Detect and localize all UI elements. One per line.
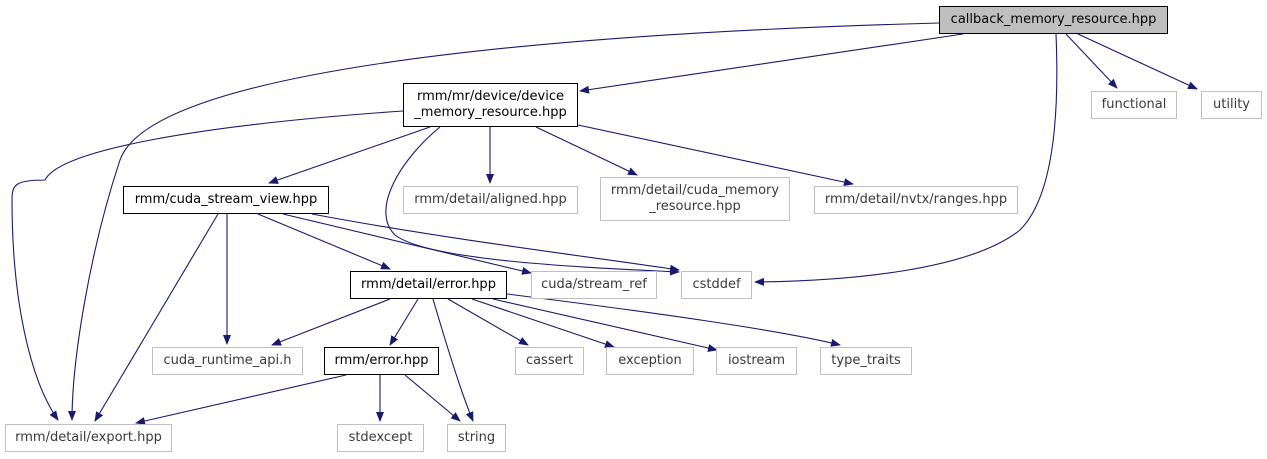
node-iostream: iostream <box>716 347 797 375</box>
node-string: string <box>447 424 506 452</box>
edge-detail_error-to-type_traits <box>506 293 841 347</box>
edge-device_mr-to-export <box>11 110 404 421</box>
node-label: exception <box>618 353 682 368</box>
edge-device_mr-to-nvtx_ranges <box>577 124 854 187</box>
node-label: rmm/error.hpp <box>334 353 429 368</box>
edge-callback-to-export <box>68 22 940 421</box>
node-detail-error[interactable]: rmm/detail/error.hpp <box>350 271 507 299</box>
edge-callback-to-cstddef <box>754 33 1058 286</box>
edge-detail_error-to-iostream <box>492 298 718 352</box>
node-label: rmm/cuda_stream_view.hpp <box>134 192 318 207</box>
node-stdexcept: stdexcept <box>337 424 424 452</box>
node-cuda-memory-resource: rmm/detail/cuda_memory _resource.hpp <box>600 177 790 221</box>
node-label: rmm/detail/export.hpp <box>15 430 162 445</box>
edge-device_mr-to-cstddef <box>385 126 680 276</box>
node-label: functional <box>1101 97 1167 112</box>
node-label: rmm/mr/device/device <box>417 89 564 104</box>
node-label: _resource.hpp <box>649 199 741 214</box>
node-type-traits: type_traits <box>820 347 912 375</box>
edge-detail_error-to-string <box>432 298 474 422</box>
node-nvtx-ranges: rmm/detail/nvtx/ranges.hpp <box>814 186 1018 214</box>
edge-stream_view-to-cstddef <box>311 213 680 273</box>
edge-rmm_error-to-string <box>404 374 461 422</box>
node-label: cstddef <box>692 277 741 292</box>
node-cuda-stream-view[interactable]: rmm/cuda_stream_view.hpp <box>123 186 329 214</box>
edge-device_mr-to-stream_view <box>268 126 431 184</box>
node-stream-ref: cuda/stream_ref <box>531 271 657 299</box>
node-label: cuda/stream_ref <box>541 277 647 292</box>
edge-detail_error-to-exception <box>471 298 615 348</box>
edge-callback-to-functional <box>1065 33 1118 89</box>
node-exception: exception <box>606 347 694 375</box>
node-label: cuda_runtime_api.h <box>163 353 292 368</box>
node-label: type_traits <box>831 353 901 368</box>
node-label: rmm/detail/error.hpp <box>361 277 496 292</box>
edge-stream_view-to-export <box>94 213 219 422</box>
edge-callback-to-device_mr <box>579 33 964 94</box>
node-label: rmm/detail/aligned.hpp <box>414 192 567 207</box>
node-callback-memory-resource: callback_memory_resource.hpp <box>939 6 1168 34</box>
node-cuda-runtime-api: cuda_runtime_api.h <box>152 347 303 375</box>
edge-detail_error-to-rmm_error <box>389 298 419 346</box>
node-label: callback_memory_resource.hpp <box>950 12 1157 27</box>
node-rmm-error[interactable]: rmm/error.hpp <box>324 347 439 375</box>
edge-device_mr-to-cuda_memory_resource <box>535 126 638 176</box>
node-device-memory-resource[interactable]: rmm/mr/device/device _memory_resource.hp… <box>403 83 578 127</box>
node-utility: utility <box>1201 91 1262 119</box>
node-aligned: rmm/detail/aligned.hpp <box>403 186 578 214</box>
edge-stream_view-to-detail_error <box>257 213 391 270</box>
node-cstddef: cstddef <box>681 271 752 299</box>
node-label: cassert <box>525 353 574 368</box>
edge-detail_error-to-cuda_runtime <box>271 298 391 346</box>
edge-detail_error-to-cassert <box>447 298 529 346</box>
edge-stream_view-to-stream_ref <box>282 213 532 275</box>
node-label: utility <box>1213 97 1250 112</box>
edge-callback-to-utility <box>1077 33 1198 90</box>
node-label: string <box>457 430 496 445</box>
node-functional: functional <box>1091 91 1177 119</box>
node-label: rmm/detail/cuda_memory <box>610 183 780 198</box>
node-label: _memory_resource.hpp <box>414 105 567 120</box>
edge-rmm_error-to-export <box>135 374 347 425</box>
node-export: rmm/detail/export.hpp <box>5 424 172 452</box>
node-label: stdexcept <box>348 430 413 445</box>
node-label: rmm/detail/nvtx/ranges.hpp <box>824 192 1008 207</box>
node-cassert: cassert <box>515 347 584 375</box>
node-label: iostream <box>727 353 786 368</box>
